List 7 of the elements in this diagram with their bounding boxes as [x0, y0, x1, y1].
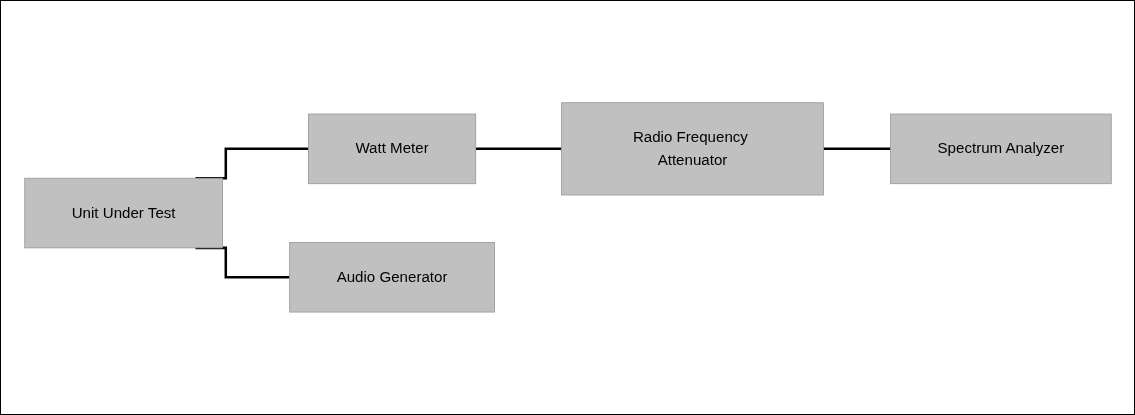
node-box: Radio Frequency Attenuator	[560, 102, 824, 196]
node-box: Unit Under Test	[23, 177, 223, 249]
connector	[822, 147, 891, 151]
connector	[475, 147, 562, 151]
node-box: Watt Meter	[307, 113, 476, 185]
node-box: Spectrum Analyzer	[889, 113, 1112, 185]
node-box: Audio Generator	[288, 242, 495, 313]
